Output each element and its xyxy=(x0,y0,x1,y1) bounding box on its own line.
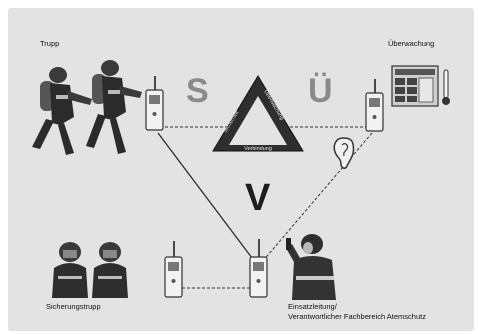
letter-v: V xyxy=(245,177,271,219)
firefighter-icon xyxy=(286,234,336,300)
label-sicherungstrupp: Sicherungstrupp xyxy=(46,302,101,311)
firefighter-icon xyxy=(32,67,92,155)
radio-icon xyxy=(145,76,164,131)
radio-icon xyxy=(365,79,384,132)
firefighter-icon xyxy=(86,60,142,154)
line-ueberwachung-einsatzleitung xyxy=(261,132,373,263)
line-trupp-einsatzleitung xyxy=(157,132,256,263)
firefighter-icon xyxy=(92,242,128,298)
label-trupp: Trupp xyxy=(40,39,60,48)
central-triangle: Sicherheit Überwachung Verbindung xyxy=(212,75,304,152)
ear-icon xyxy=(333,137,355,169)
letter-ue: Ü xyxy=(308,72,333,110)
thermometer-icon xyxy=(442,69,450,105)
label-einsatzleitung-line1: Einsatzleitung/ xyxy=(288,302,337,311)
label-ueberwachung: Überwachung xyxy=(388,39,435,48)
radio-icon xyxy=(164,241,183,298)
label-einsatzleitung-line2: Verantwortlicher Fachbereich Atemschutz xyxy=(288,312,426,321)
triangle-label-bottom: Verbindung xyxy=(244,146,272,152)
letter-s: S xyxy=(186,72,209,110)
firefighter-icon xyxy=(52,242,88,298)
radio-icon xyxy=(249,239,268,298)
monitor-board-icon xyxy=(391,65,439,107)
